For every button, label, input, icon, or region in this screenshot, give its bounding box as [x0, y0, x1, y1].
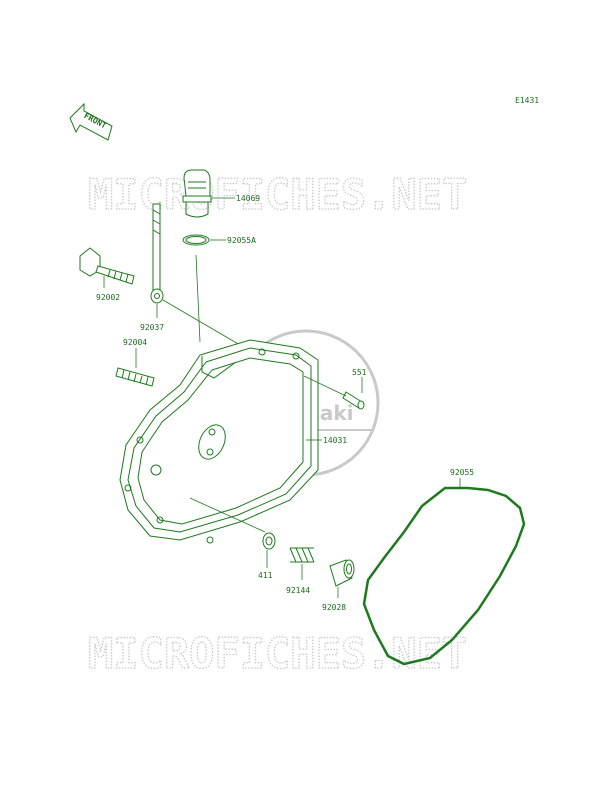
- collar: [329, 559, 355, 598]
- watermark-top: MICROFICHES.NET: [88, 170, 467, 219]
- label-92028: 92028: [322, 603, 346, 612]
- label-551: 551: [352, 368, 367, 377]
- diagram-code: E1431: [515, 96, 539, 105]
- dipstick-clamp: [150, 203, 164, 318]
- front-arrow-icon: FRONT: [69, 102, 113, 141]
- seal: [189, 497, 276, 568]
- watermark-bottom: MICROFICHES.NET: [88, 629, 467, 678]
- spring: [289, 547, 315, 580]
- label-92055: 92055: [450, 468, 474, 477]
- label-411: 411: [258, 571, 273, 580]
- stud: [115, 348, 155, 387]
- oil-filler-cap: [182, 169, 235, 218]
- label-92055a: 92055A: [227, 236, 256, 245]
- bolt: [79, 247, 135, 288]
- label-14031: 14031: [323, 436, 347, 445]
- cover-gasket: [362, 478, 526, 666]
- leader-oring-cover: [195, 254, 201, 343]
- engine-cover: [119, 339, 322, 544]
- label-92002: 92002: [96, 293, 120, 302]
- label-92144: 92144: [286, 586, 310, 595]
- leader-dipstick-cover: [162, 299, 241, 346]
- label-92037: 92037: [140, 323, 164, 332]
- label-14069: 14069: [236, 194, 260, 203]
- label-92004: 92004: [123, 338, 147, 347]
- o-ring: [182, 234, 226, 246]
- dowel-pin: [303, 375, 365, 410]
